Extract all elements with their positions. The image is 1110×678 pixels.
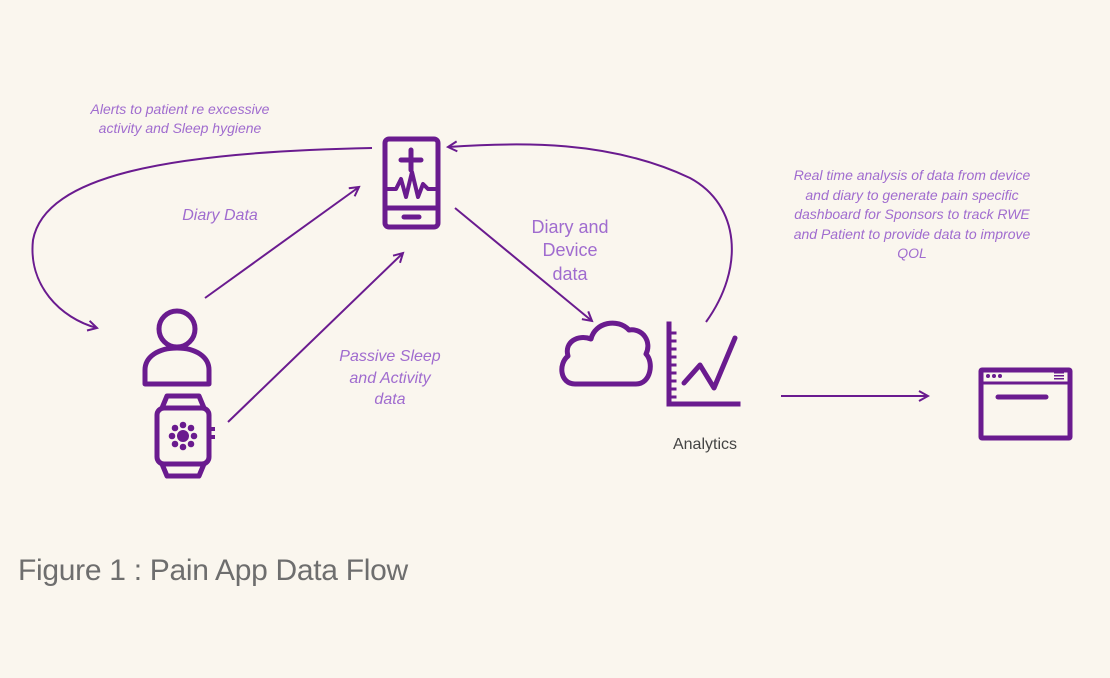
realtime-analysis-label: Real time analysis of data from device a… bbox=[793, 167, 1031, 262]
diary-data-arrow bbox=[204, 187, 359, 299]
smartwatch-icon bbox=[154, 393, 215, 479]
diary-data-label: Diary Data bbox=[182, 207, 258, 224]
cloud-icon bbox=[559, 320, 653, 387]
passive-data-label: Passive Sleep and Activity data bbox=[339, 348, 441, 409]
dashboard-window-icon bbox=[978, 367, 1073, 441]
analytics-to-phone-arrow bbox=[448, 144, 733, 323]
analytics-chart-icon bbox=[666, 321, 741, 407]
alerts-arrow bbox=[31, 147, 373, 328]
phone-health-icon bbox=[382, 136, 441, 230]
watch-face-sun bbox=[168, 421, 198, 451]
diary-device-label: Diary and Device data bbox=[531, 217, 609, 284]
patient-icon bbox=[142, 308, 212, 387]
analytics-label: Analytics bbox=[672, 436, 738, 453]
figure-caption: Figure 1 : Pain App Data Flow bbox=[18, 554, 408, 587]
phone-to-cloud-arrow bbox=[454, 207, 592, 321]
alerts-label: Alerts to patient re excessive activity … bbox=[90, 101, 270, 136]
window-controls bbox=[986, 372, 1064, 380]
passive-data-arrow bbox=[227, 253, 403, 423]
